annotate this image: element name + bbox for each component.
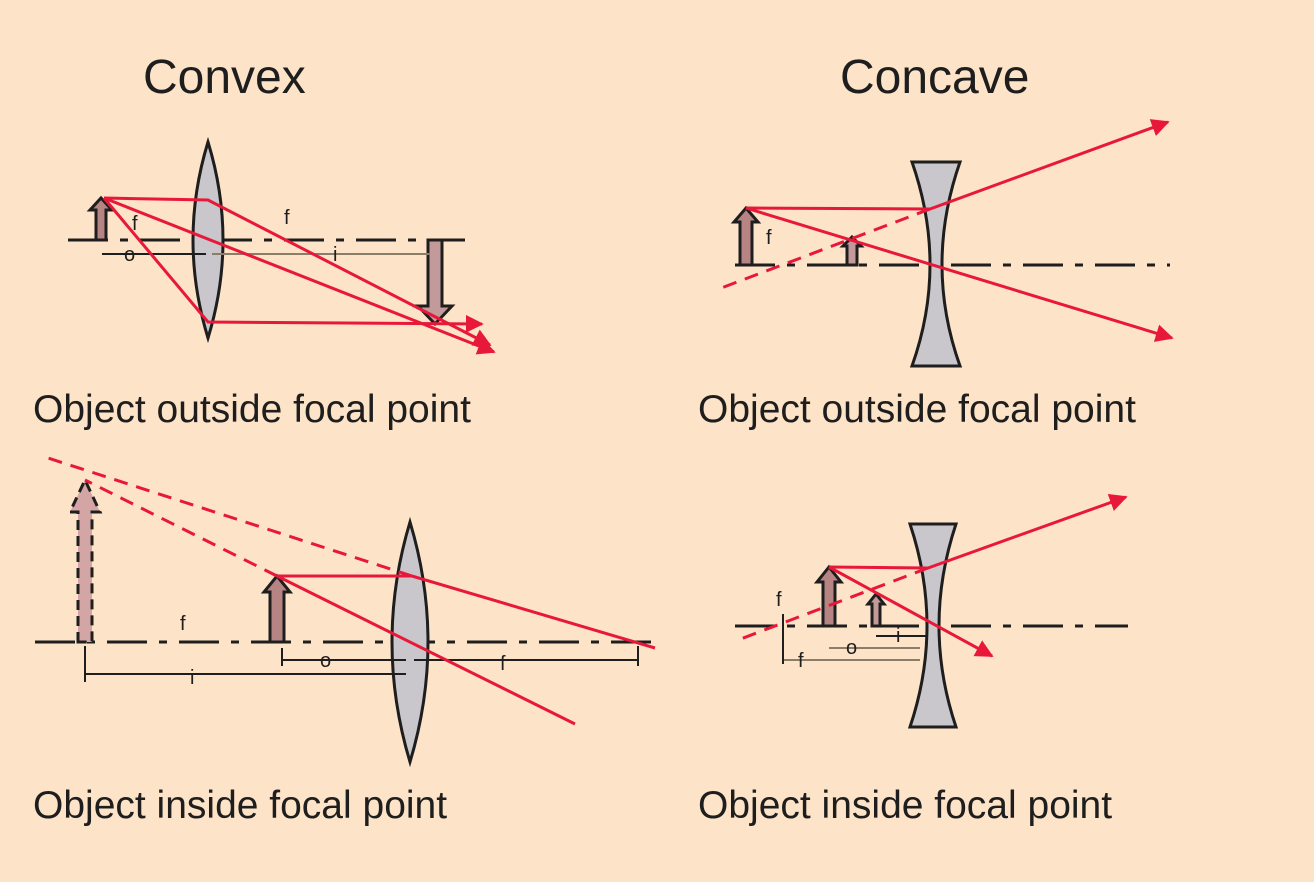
panel-concave-outside: f	[715, 119, 1174, 368]
panel-convex-outside: f f o i	[68, 136, 496, 355]
label-f: f	[766, 227, 772, 249]
ray-chief	[276, 574, 576, 726]
image-arrow	[864, 591, 888, 628]
caption-convex-inside: Object inside focal point	[33, 784, 448, 827]
object-arrow	[813, 564, 845, 628]
caption-concave-outside: Object outside focal point	[698, 388, 1136, 431]
ray-parallel	[277, 574, 656, 650]
ray-virtual	[47, 456, 413, 578]
label-i: i	[190, 667, 194, 689]
ray-chief	[828, 565, 994, 658]
caption-convex-outside: Object outside focal point	[33, 388, 471, 431]
label-i: i	[896, 625, 900, 647]
label-f: f	[500, 653, 506, 675]
ray-chief	[745, 206, 1174, 342]
ray-focal	[102, 197, 484, 333]
concave-lens	[907, 522, 959, 729]
label-o: o	[124, 244, 135, 266]
virtual-image-arrow	[67, 476, 103, 644]
caption-concave-inside: Object inside focal point	[698, 784, 1113, 827]
label-o: o	[846, 637, 857, 659]
label-i: i	[333, 244, 337, 266]
object-arrow	[86, 195, 116, 242]
label-o: o	[320, 650, 331, 672]
label-f: f	[180, 613, 186, 635]
ray-parallel	[103, 196, 492, 347]
object-arrow	[730, 205, 762, 267]
image-arrow	[414, 238, 456, 327]
panel-concave-inside: f i o f	[735, 493, 1128, 729]
ray-chief	[103, 196, 496, 355]
label-f: f	[284, 207, 290, 229]
concave-lens	[909, 160, 963, 368]
ray-virtual	[737, 566, 929, 642]
ray-virtual	[715, 207, 931, 292]
ray-virtual	[84, 478, 278, 578]
ray-parallel	[828, 493, 1128, 570]
panel-convex-inside: f o f i	[35, 456, 660, 768]
label-f: f	[132, 213, 138, 235]
label-f: f	[776, 589, 782, 611]
heading-convex: Convex	[143, 51, 306, 104]
label-f: f	[798, 650, 804, 672]
heading-concave: Concave	[840, 51, 1030, 104]
object-arrow	[260, 573, 294, 644]
